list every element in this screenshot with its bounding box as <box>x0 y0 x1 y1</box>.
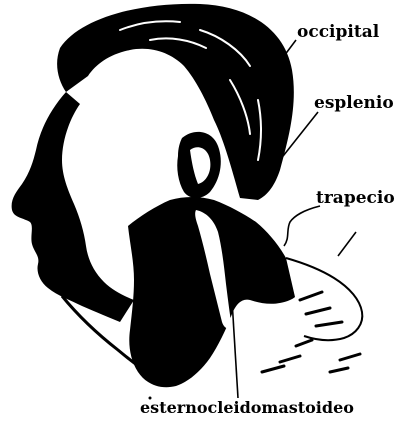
label-esternocleidomastoideo: esternocleidomastoideo <box>140 400 354 416</box>
label-trapecio: trapecio <box>316 190 395 207</box>
leader-trapecio-extra <box>338 232 356 256</box>
leader-trapecio <box>284 206 320 246</box>
shoulder-area <box>286 258 362 340</box>
leader-esternocleidomastoideo <box>232 300 238 398</box>
label-occipital: occipital <box>297 24 379 41</box>
label-esplenio: esplenio <box>314 95 394 112</box>
